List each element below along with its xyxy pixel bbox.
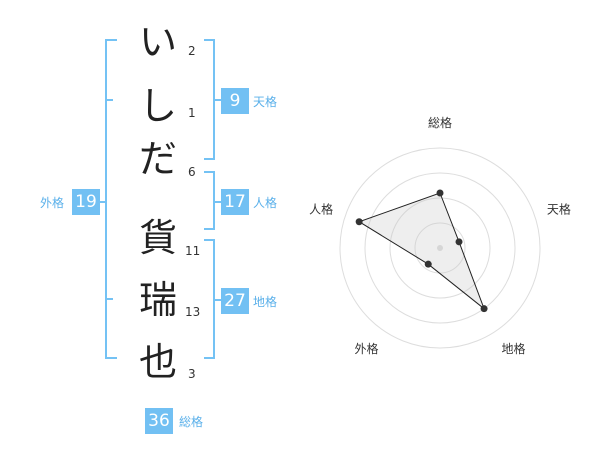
name-char-1: い xyxy=(138,20,177,64)
radar-axis-label-2: 天格 xyxy=(547,201,571,216)
radar-polygon xyxy=(358,192,486,311)
radar-point-3 xyxy=(480,305,488,313)
radar-point-1 xyxy=(436,189,444,197)
name-char-5: 瑞 xyxy=(138,278,177,322)
chikaku-value: 27 xyxy=(221,288,249,314)
radar-point-4 xyxy=(424,260,432,268)
radar-ring xyxy=(339,147,541,349)
radar-axis-label-4: 外格 xyxy=(355,341,379,356)
radar-point-5 xyxy=(355,218,363,226)
chikaku-label: 地格 xyxy=(253,295,278,309)
radar-center xyxy=(437,245,443,251)
stroke-count-5: 13 xyxy=(185,305,201,319)
tenkaku-bracket xyxy=(204,39,215,160)
radar-axis-label-1: 総格 xyxy=(428,115,452,130)
tenkaku-label: 天格 xyxy=(253,95,278,109)
bracket-lines xyxy=(100,39,221,359)
chikaku-bracket xyxy=(204,239,215,359)
name-char-2: し xyxy=(138,84,177,128)
stroke-count-1: 2 xyxy=(188,44,196,58)
jinkaku-value: 17 xyxy=(221,189,249,215)
radar-point-2 xyxy=(455,238,463,246)
soukaku-value: 36 xyxy=(145,408,173,434)
stroke-count-3: 6 xyxy=(188,165,196,179)
stroke-count-4: 11 xyxy=(185,244,201,258)
name-char-6: 也 xyxy=(138,340,177,384)
radar-ring xyxy=(389,197,491,299)
stroke-count-2: 1 xyxy=(188,106,196,120)
radar-ring xyxy=(364,172,516,324)
jinkaku-bracket xyxy=(204,171,215,230)
soukaku-label: 総格 xyxy=(179,415,204,429)
gaikaku-label: 外格 xyxy=(40,196,65,210)
tenkaku-value: 9 xyxy=(221,88,249,114)
radar-axis-label-3: 地格 xyxy=(501,341,525,356)
name-char-4: 貨 xyxy=(138,216,177,260)
name-char-3: だ xyxy=(138,137,177,181)
stroke-count-6: 3 xyxy=(188,367,196,381)
gaikaku-value: 19 xyxy=(72,189,100,215)
radar-axis-label-5: 人格 xyxy=(309,201,333,216)
jinkaku-label: 人格 xyxy=(253,196,278,210)
gaikaku-bracket xyxy=(105,39,117,359)
